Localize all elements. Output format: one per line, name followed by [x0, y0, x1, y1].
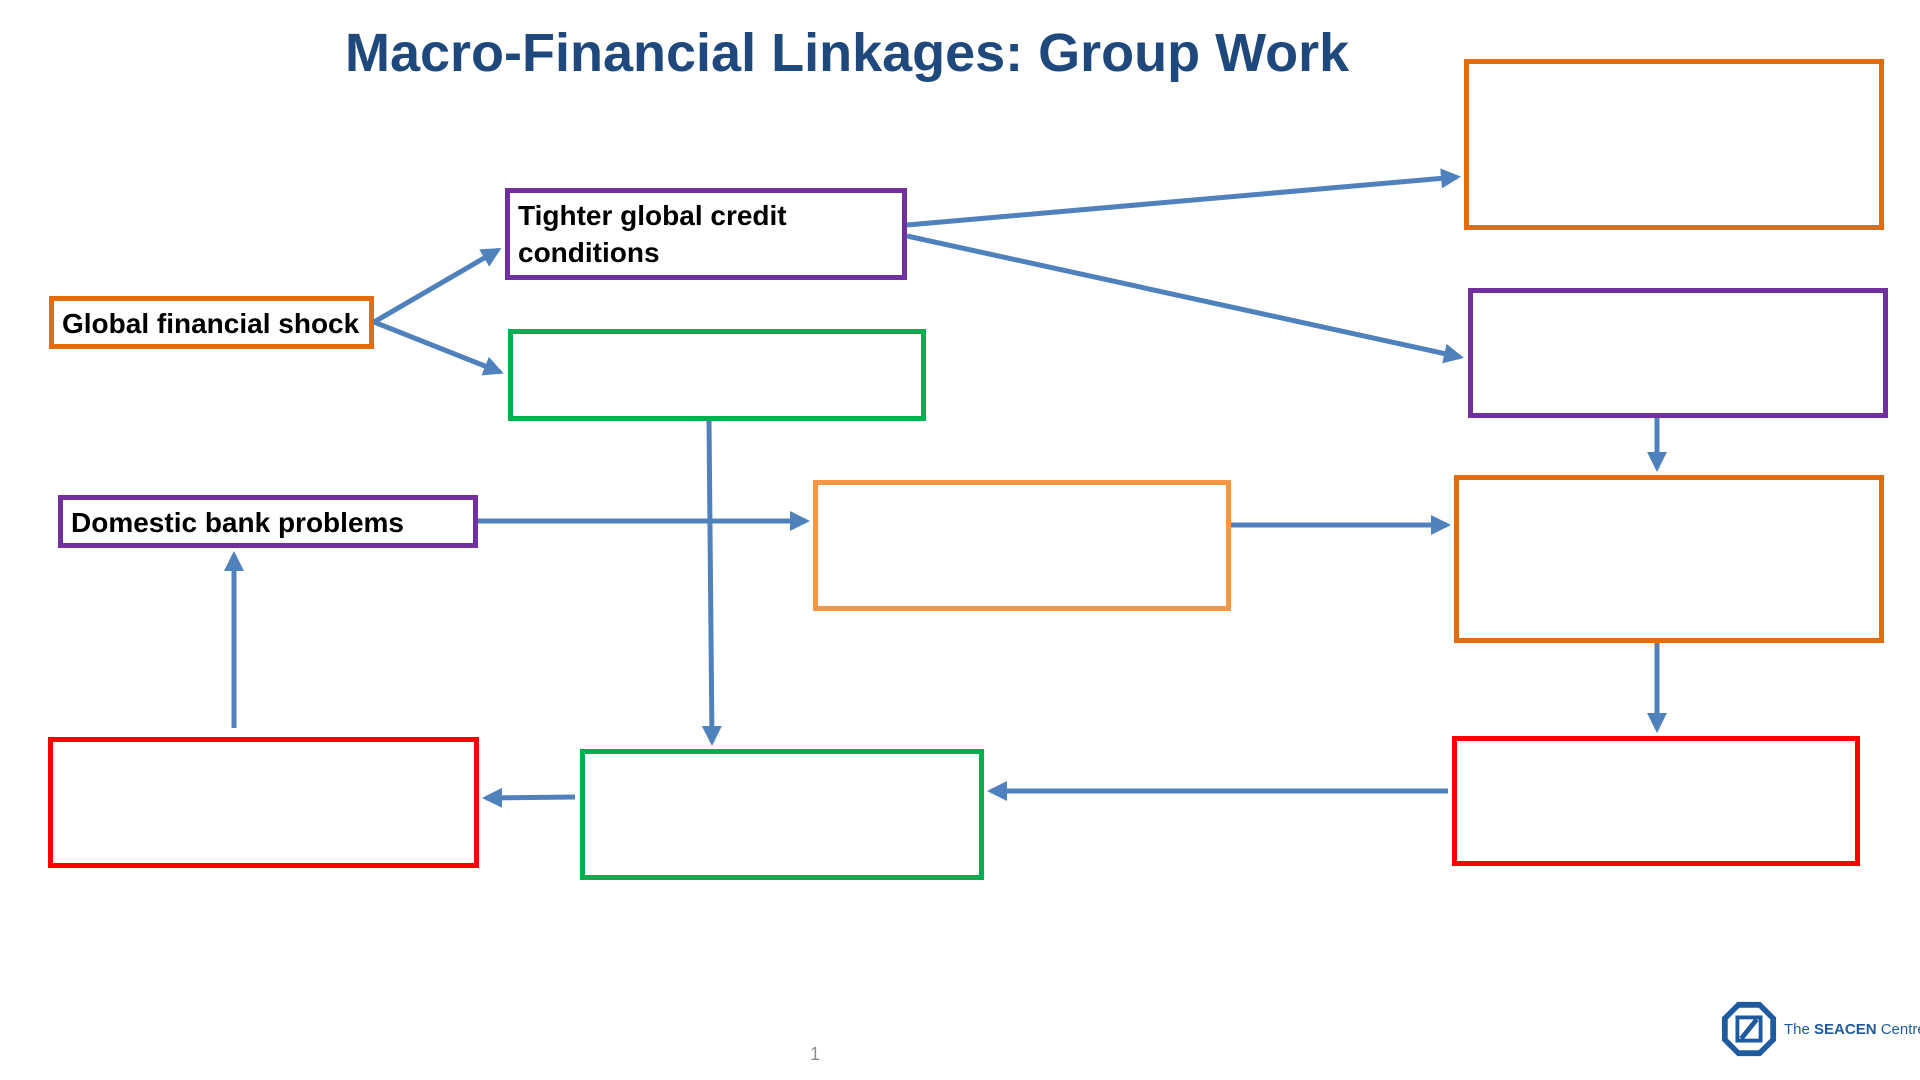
seacen-logo-text: The SEACEN Centre	[1784, 1020, 1920, 1038]
node-right-bottom[interactable]	[1452, 736, 1860, 866]
node-right-top[interactable]	[1464, 59, 1884, 230]
node-center[interactable]	[813, 480, 1231, 611]
arrow-credit-to-right-second	[906, 233, 1464, 364]
slide-title: Macro-Financial Linkages: Group Work	[345, 23, 1350, 83]
arrow-credit-to-right-top	[906, 168, 1461, 228]
arrow-shock-to-credit	[372, 247, 502, 325]
arrow-shock-to-green-top	[373, 319, 504, 376]
node-red-left[interactable]	[48, 737, 479, 868]
node-label: Tighter global credit conditions	[518, 200, 787, 268]
node-label: Domestic bank problems	[71, 507, 404, 538]
node-right-third[interactable]	[1454, 475, 1884, 643]
page-number: 1	[810, 1044, 821, 1064]
arrow-green-bottom-to-red-left	[482, 787, 576, 808]
node-global-financial-shock[interactable]: Global financial shock	[49, 296, 374, 349]
arrow-green-top-to-green-bottom	[701, 420, 722, 746]
seacen-logo-icon	[1721, 1001, 1777, 1057]
node-label: Global financial shock	[62, 308, 360, 339]
node-green-bottom[interactable]	[580, 749, 984, 880]
node-right-second[interactable]	[1468, 288, 1888, 418]
node-domestic-bank-problems[interactable]: Domestic bank problems	[58, 495, 478, 548]
seacen-logo: The SEACEN Centre	[1720, 1000, 1920, 1058]
node-green-top[interactable]	[508, 329, 926, 421]
node-tighter-global-credit[interactable]: Tighter global credit conditions	[505, 188, 907, 280]
